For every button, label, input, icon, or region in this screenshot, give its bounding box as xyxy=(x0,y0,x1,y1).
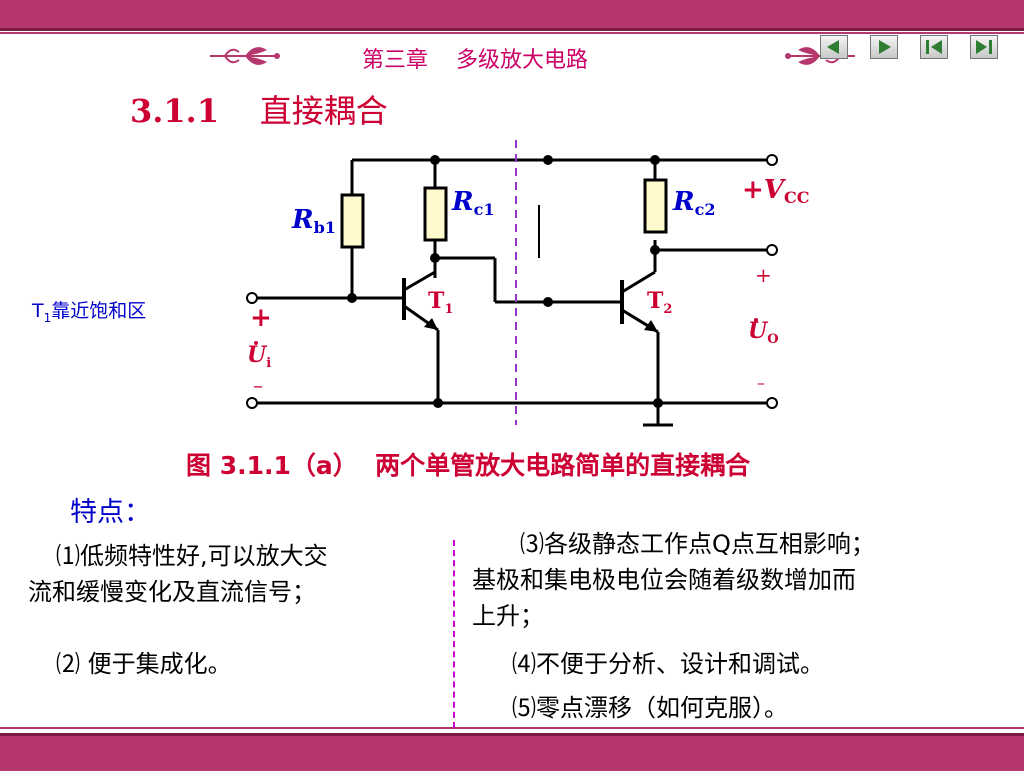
uo-minus: – xyxy=(757,373,765,392)
point-1: ⑴低频特性好,可以放大交 流和缓慢变化及直流信号； xyxy=(28,542,328,606)
uo-plus: + xyxy=(755,263,772,287)
triangle-right-icon xyxy=(879,40,891,54)
left-ornament-icon xyxy=(210,47,280,65)
figure-caption: 图 3.1.1（a） 两个单管放大电路简单的直接耦合 xyxy=(186,451,751,480)
rb1-label: Rb1 xyxy=(291,205,336,237)
first-slide-button[interactable] xyxy=(920,35,948,59)
section-number: 3.1.1 xyxy=(130,92,220,130)
rc2-resistor xyxy=(643,178,668,234)
skip-last-icon xyxy=(976,40,992,54)
ui-plus: + xyxy=(250,303,272,333)
top-banner xyxy=(0,0,1024,31)
title-box xyxy=(290,36,774,82)
section-title: 3.1.1 直接耦合 xyxy=(130,86,388,132)
ui-label: Ui xyxy=(247,342,271,371)
point-3: ⑶各级静态工作点Q点互相影响； 基极和集电极电位会随着级数增加而 上升； xyxy=(472,530,875,630)
bottom-banner xyxy=(0,733,1024,771)
t2-label: T2 xyxy=(647,288,672,317)
features-heading: 特点： xyxy=(70,497,151,528)
point-2: ⑵ 便于集成化。 xyxy=(56,650,232,678)
triangle-left-icon xyxy=(827,40,839,54)
uo-label: UO xyxy=(748,318,779,347)
rc1-label: Rc1 xyxy=(451,187,494,219)
column-divider xyxy=(453,540,455,728)
chapter-title: 第三章 多级放大电路 xyxy=(362,48,588,73)
rc2-label: Rc2 xyxy=(672,187,715,219)
point-4: ⑷不便于分析、设计和调试。 xyxy=(512,650,824,678)
next-slide-button[interactable] xyxy=(870,35,898,59)
bottom-rule xyxy=(0,727,1024,729)
rb1-resistor xyxy=(340,193,365,249)
skip-first-icon xyxy=(926,40,942,54)
top-rule xyxy=(0,32,1024,34)
point-5: ⑸零点漂移（如何克服）。 xyxy=(512,694,788,722)
prev-slide-button[interactable] xyxy=(820,35,848,59)
t1-saturation-note: T1靠近饱和区 xyxy=(32,300,147,325)
ui-minus: – xyxy=(253,373,263,397)
rc1-resistor xyxy=(423,186,448,242)
section-name: 直接耦合 xyxy=(259,92,388,130)
circuit-diagram: Rb1 Rc1 Rc2 +VCC T1 T2 + Ui – + UO – xyxy=(246,140,809,427)
t1-label: T1 xyxy=(428,288,453,317)
vcc-label: +VCC xyxy=(742,175,809,207)
last-slide-button[interactable] xyxy=(970,35,998,59)
